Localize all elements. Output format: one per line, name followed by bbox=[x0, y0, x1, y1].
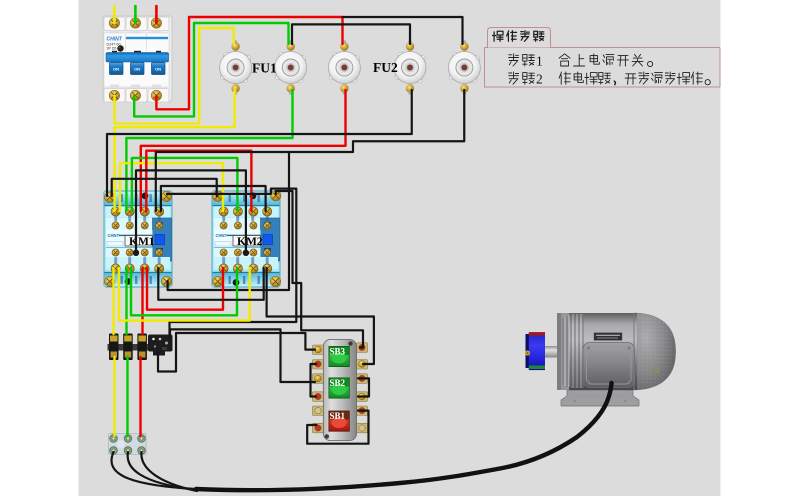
svg-text:DZ47-60: DZ47-60 bbox=[107, 43, 121, 47]
svg-text:FU2: FU2 bbox=[373, 60, 398, 75]
svg-text:SB1: SB1 bbox=[330, 411, 346, 421]
svg-text:SB2: SB2 bbox=[330, 378, 346, 388]
svg-text:ON: ON bbox=[134, 67, 140, 72]
svg-text:KM1: KM1 bbox=[129, 236, 155, 248]
svg-text:2: 2 bbox=[536, 72, 543, 87]
svg-text:3P D5: 3P D5 bbox=[107, 46, 117, 50]
svg-text:ON: ON bbox=[155, 67, 161, 72]
svg-text:1: 1 bbox=[536, 54, 543, 69]
svg-text:CHNT: CHNT bbox=[108, 233, 120, 238]
svg-text:CHNT: CHNT bbox=[216, 233, 228, 238]
svg-text:CHiNT: CHiNT bbox=[107, 37, 123, 43]
svg-text:SB3: SB3 bbox=[330, 346, 346, 356]
svg-text:KM2: KM2 bbox=[237, 236, 263, 248]
svg-text:ON: ON bbox=[113, 67, 119, 72]
svg-text:FU1: FU1 bbox=[252, 61, 277, 76]
